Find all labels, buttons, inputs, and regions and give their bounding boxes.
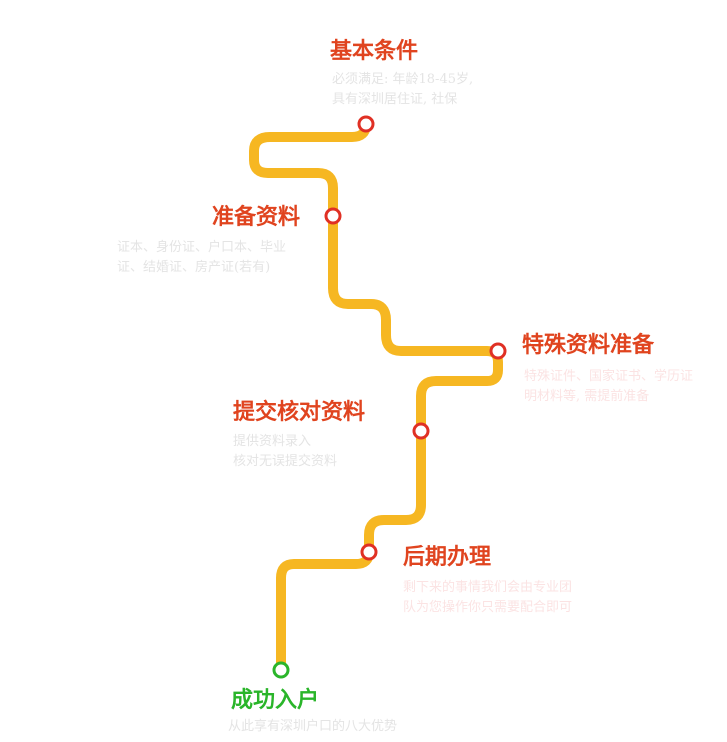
step-desc-basic-conditions: 必须满足: 年龄18-45岁, 具有深圳居住证, 社保: [332, 70, 473, 110]
step-title-submit-verify: 提交核对资料: [233, 399, 366, 425]
step-marker-5: [360, 543, 378, 561]
desc-line: 必须满足: 年龄18-45岁,: [332, 72, 474, 87]
step-title-special-documents: 特殊资料准备: [522, 332, 655, 358]
step-marker-3: [489, 342, 507, 360]
step-desc-special-documents: 特殊证件、国家证书、学历证 明材料等, 需提前准备: [524, 367, 693, 407]
desc-line: 明材料等, 需提前准备: [524, 389, 650, 404]
step-desc-submit-verify: 提供资料录入 核对无误提交资料: [233, 432, 337, 472]
desc-line: 证、结婚证、房产证(若有): [117, 260, 271, 275]
final-desc: 从此享有深圳户口的八大优势: [228, 719, 398, 734]
step-title-prepare-documents: 准备资料: [212, 204, 301, 230]
desc-line: 特殊证件、国家证书、学历证: [524, 369, 694, 384]
step-desc-later-processing: 剩下来的事情我们会由专业团 队为您操作你只需要配合即可: [403, 578, 572, 618]
desc-line: 证本、身份证、户口本、毕业: [117, 240, 287, 255]
desc-line: 剩下来的事情我们会由专业团: [403, 580, 573, 595]
step-marker-2: [324, 207, 342, 225]
route-path: [249, 119, 503, 675]
step-marker-4: [412, 422, 430, 440]
desc-line: 提供资料录入: [233, 434, 312, 449]
step-title-basic-conditions: 基本条件: [330, 38, 419, 64]
step-desc-prepare-documents: 证本、身份证、户口本、毕业 证、结婚证、房产证(若有): [117, 238, 286, 278]
desc-line: 具有深圳居住证, 社保: [332, 92, 458, 107]
step-marker-1: [357, 115, 375, 133]
desc-line: 队为您操作你只需要配合即可: [403, 600, 573, 615]
step-title-later-processing: 后期办理: [403, 544, 492, 570]
desc-line: 核对无误提交资料: [233, 454, 338, 469]
final-marker: [272, 661, 290, 679]
final-title-success: 成功入户: [231, 687, 320, 713]
